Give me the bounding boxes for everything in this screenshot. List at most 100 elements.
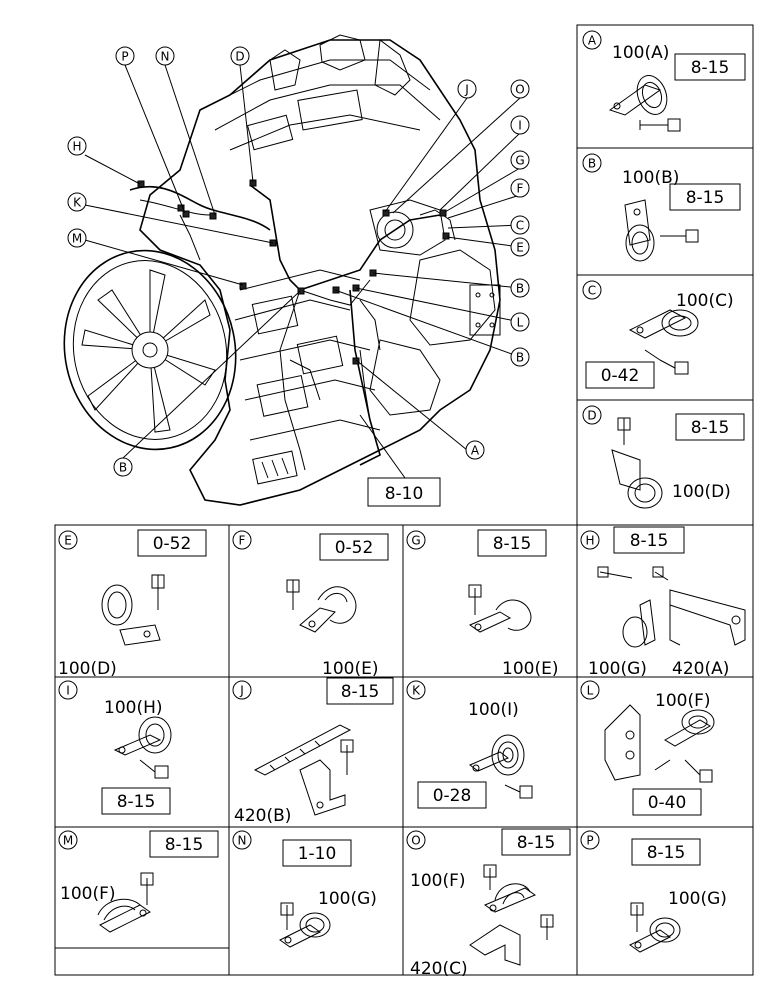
main-ref-box: 8-10 <box>367 477 441 507</box>
detail-callout: L <box>580 680 600 700</box>
detail-f: F 100(E) 0-52 <box>232 530 389 679</box>
callout-letter: L <box>517 316 524 330</box>
callout-letter: D <box>235 50 244 64</box>
callout-letter: D <box>587 409 596 423</box>
callout-letter: N <box>161 50 170 64</box>
callout-circle <box>580 530 600 550</box>
ref-label: 8-15 <box>647 843 686 863</box>
ref-label: 8-15 <box>630 531 669 551</box>
callout-circle <box>155 46 175 66</box>
detail-callout: D <box>582 405 602 425</box>
callout: J <box>457 79 477 99</box>
callout-letter: K <box>73 196 82 210</box>
detail-callout: O <box>406 830 426 850</box>
callout-circle <box>67 192 87 212</box>
detail-i: I 100(H) 8-15 <box>58 680 171 815</box>
callout-circle <box>510 79 530 99</box>
ref-box <box>319 533 389 561</box>
callout: N <box>155 46 175 66</box>
ref-label: 8-15 <box>686 188 725 208</box>
callout-letter: H <box>585 534 594 548</box>
callout-circle <box>230 46 250 66</box>
callout-letter: N <box>238 834 247 848</box>
detail-callout: E <box>58 530 78 550</box>
part-number: 100(E) <box>322 659 378 679</box>
callout-circle <box>582 280 602 300</box>
callout-letter: E <box>64 534 72 548</box>
ref-label: 0-52 <box>335 538 374 558</box>
detail-callout: F <box>232 530 252 550</box>
ref-box <box>477 529 547 557</box>
callout: F <box>510 178 530 198</box>
part-number: 100(D) <box>58 659 117 679</box>
part-number: 100(G) <box>318 889 377 909</box>
detail-sketches <box>97 75 746 966</box>
callout-letter: O <box>515 83 524 97</box>
part-number: 420(C) <box>410 959 468 979</box>
part-number: 100(G) <box>588 659 647 679</box>
callout-circle <box>67 228 87 248</box>
callout-letter: H <box>72 140 81 154</box>
detail-callout: I <box>58 680 78 700</box>
callout-circle <box>510 347 530 367</box>
callout-circle <box>406 530 426 550</box>
callout-circle <box>510 150 530 170</box>
callout-circle <box>115 46 135 66</box>
callout-circle <box>232 830 252 850</box>
part-number: 100(B) <box>622 168 679 188</box>
detail-callout: B <box>582 153 602 173</box>
ref-label: 1-10 <box>298 844 337 864</box>
ref-box <box>674 53 746 81</box>
part-number: 100(H) <box>104 698 163 718</box>
callout: E <box>510 237 530 257</box>
part-number: 100(G) <box>668 889 727 909</box>
callout-circle <box>58 530 78 550</box>
callout-letter: C <box>588 284 596 298</box>
callout-circle <box>465 440 485 460</box>
ref-box <box>326 677 394 705</box>
callout-circle <box>406 830 426 850</box>
callout-letter: G <box>411 534 420 548</box>
detail-callout: K <box>406 680 426 700</box>
ref-box <box>101 787 171 815</box>
ref-label: 8-15 <box>493 534 532 554</box>
ref-label: 0-52 <box>153 534 192 554</box>
part-number: 100(D) <box>672 482 731 502</box>
ref-box <box>631 838 701 866</box>
callout: G <box>510 150 530 170</box>
callout-letter: I <box>66 684 70 698</box>
callout-circle <box>232 530 252 550</box>
ref-label: 8-15 <box>117 792 156 812</box>
callout-letter: P <box>121 50 128 64</box>
callout-letter: B <box>588 157 596 171</box>
callout: B <box>510 347 530 367</box>
frame-lines <box>54 24 754 976</box>
callout: O <box>510 79 530 99</box>
detail-callout: P <box>580 830 600 850</box>
callout-letter: G <box>515 154 524 168</box>
callout-letter: F <box>517 182 524 196</box>
callout: P <box>115 46 135 66</box>
callout-letter: M <box>72 232 82 246</box>
callout-circle <box>113 457 133 477</box>
detail-callout: J <box>232 680 252 700</box>
callout: M <box>67 228 87 248</box>
callout-circle <box>582 30 602 50</box>
part-number: 100(I) <box>468 700 519 720</box>
callout-letter: C <box>516 219 524 233</box>
detail-p: P 100(G) 8-15 <box>580 830 727 909</box>
part-number: 100(F) <box>410 871 466 891</box>
ref-label: 8-15 <box>517 833 556 853</box>
callout-letter: J <box>239 684 244 698</box>
ref-label: 8-15 <box>691 58 730 78</box>
ref-box <box>585 361 655 389</box>
detail-callout: G <box>406 530 426 550</box>
part-number: 100(F) <box>655 691 711 711</box>
detail-o: O 100(F) 420(C) 8-15 <box>406 828 571 979</box>
